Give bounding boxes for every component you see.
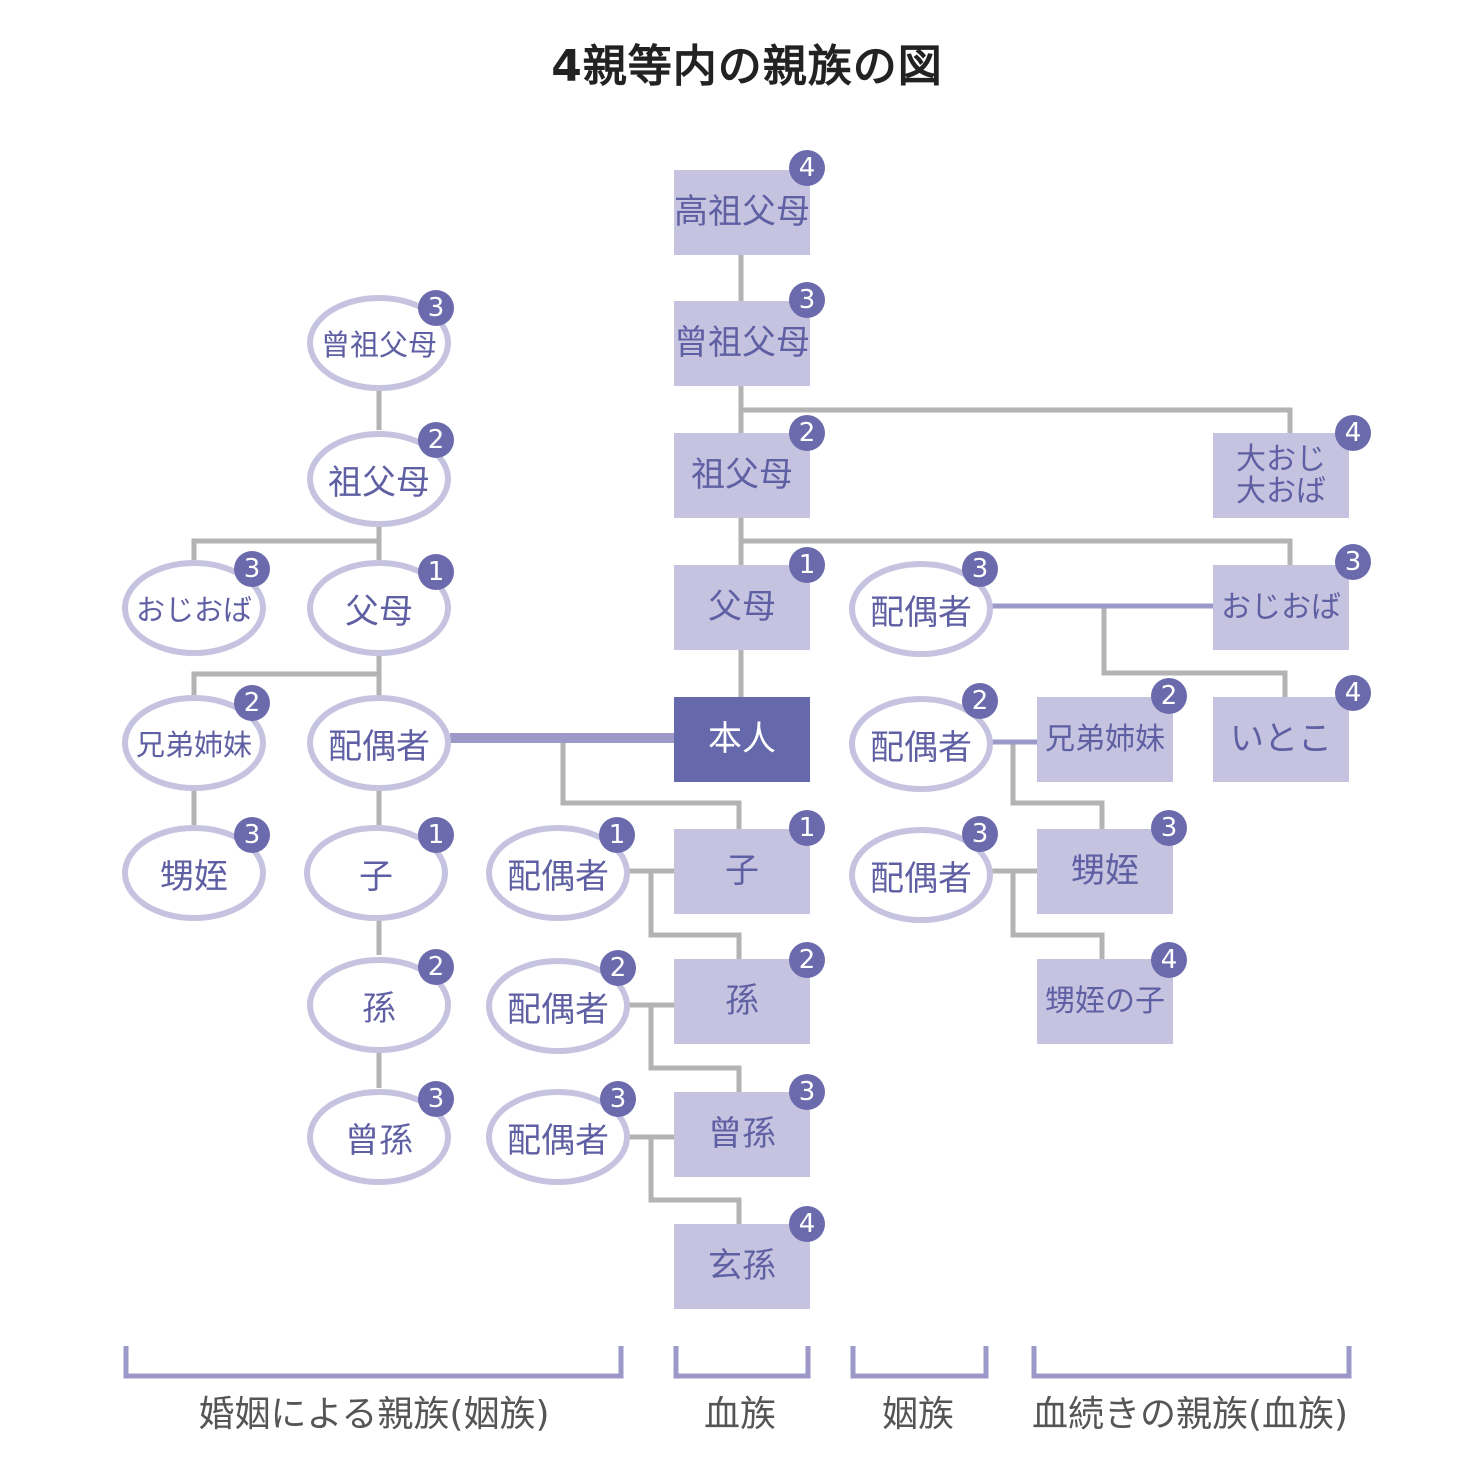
node-label: 父母 — [345, 591, 413, 632]
node-spouse-fubo: 父母 — [307, 560, 451, 656]
degree-badge: 3 — [789, 282, 825, 318]
degree-badge: 4 — [789, 1206, 825, 1242]
node-label: 配偶者 — [507, 856, 609, 897]
degree-badge: 2 — [789, 415, 825, 451]
node-oimei: 甥姪 — [1037, 829, 1173, 914]
page-title: 4親等内の親族の図 — [551, 41, 943, 92]
node-label: 配偶者 — [870, 727, 972, 768]
node-spouse-oimei-left: 甥姪 — [122, 825, 266, 921]
node-itoko: いとこ — [1213, 697, 1349, 782]
degree-badge: 2 — [418, 949, 454, 985]
node-label: おじおば — [1221, 589, 1341, 625]
node-label: 配偶者 — [507, 989, 609, 1030]
degree-badge: 2 — [234, 685, 270, 721]
node-ooji: 大おじ大おば — [1213, 433, 1349, 518]
degree-badge: 2 — [418, 422, 454, 458]
node-label: 高祖父母 — [674, 191, 810, 232]
degree-badge: 1 — [789, 810, 825, 846]
degree-badge: 3 — [1151, 810, 1187, 846]
node-label: 曾祖父母 — [320, 328, 437, 362]
node-label: 大おじ — [1236, 442, 1326, 477]
node-ko: 子 — [674, 829, 810, 914]
node-label: 祖父母 — [691, 454, 793, 495]
node-spouse-kyodai-left: 兄弟姉妹 — [122, 695, 266, 791]
node-label: 本人 — [708, 718, 776, 759]
degree-badge: 3 — [962, 816, 998, 852]
degree-badge: 4 — [1335, 415, 1371, 451]
degree-badge: 4 — [1151, 942, 1187, 978]
node-label: 甥姪 — [1071, 850, 1139, 891]
node-label: 子 — [725, 850, 759, 891]
node-label: 大おば — [1236, 473, 1326, 509]
degree-badge: 3 — [600, 1081, 636, 1117]
node-label: 配偶者 — [870, 592, 972, 633]
node-label: 孫 — [725, 980, 759, 1021]
node-label: 甥姪 — [160, 856, 228, 897]
node-label: 子 — [359, 856, 393, 897]
degree-badge: 2 — [789, 942, 825, 978]
node-himago: 曾孫 — [674, 1092, 810, 1177]
legend-blood-rel: 血続きの親族(血族) — [1031, 1394, 1349, 1435]
node-label: 父母 — [708, 586, 776, 627]
node-spouse-oji-left: おじおば — [122, 560, 266, 656]
degree-badge: 3 — [234, 817, 270, 853]
node-label: 甥姪の子 — [1045, 983, 1165, 1019]
degree-badge: 2 — [600, 950, 636, 986]
degree-badge: 1 — [599, 817, 635, 853]
node-label: 祖父母 — [328, 462, 430, 503]
node-label: 曾祖父母 — [674, 322, 810, 363]
legend-blood: 血族 — [703, 1394, 776, 1435]
degree-badge: 2 — [1151, 678, 1187, 714]
legend-marriage: 婚姻による親族(姻族) — [198, 1394, 550, 1435]
node-self: 本人 — [674, 697, 810, 782]
node-label: 配偶者 — [328, 726, 430, 767]
degree-badge: 3 — [234, 551, 270, 587]
node-label: 配偶者 — [507, 1120, 609, 1161]
degree-badge: 1 — [789, 547, 825, 583]
degree-badge: 2 — [962, 683, 998, 719]
degree-badge: 3 — [418, 1081, 454, 1117]
node-oji: おじおば — [1213, 565, 1349, 650]
node-label: 曾孫 — [708, 1113, 776, 1154]
node-sofubo: 祖父母 — [674, 433, 810, 518]
degree-badge: 3 — [418, 290, 454, 326]
node-fubo: 父母 — [674, 565, 810, 650]
node-label: いとこ — [1230, 718, 1332, 759]
node-spouse-kyodai: 配偶者 — [849, 696, 993, 792]
node-label: 孫 — [362, 988, 396, 1029]
degree-badge: 1 — [418, 554, 454, 590]
node-mago: 孫 — [674, 959, 810, 1044]
node-label: 曾孫 — [345, 1120, 413, 1161]
degree-badge: 3 — [789, 1074, 825, 1110]
node-yashago: 玄孫 — [674, 1224, 810, 1309]
node-label: 配偶者 — [870, 858, 972, 899]
degree-badge: 4 — [789, 150, 825, 186]
legend-brackets — [123, 1346, 1352, 1379]
degree-badge: 3 — [1335, 544, 1371, 580]
node-label: 玄孫 — [708, 1245, 776, 1286]
node-kyodai: 兄弟姉妹 — [1037, 697, 1173, 782]
node-spouse: 配偶者 — [307, 695, 451, 791]
node-label: 兄弟姉妹 — [1045, 721, 1165, 757]
node-kouso: 高祖父母 — [674, 170, 810, 255]
node-oimeiko: 甥姪の子 — [1037, 959, 1173, 1044]
node-spouse-oimei: 配偶者 — [849, 827, 993, 923]
node-label: おじおば — [135, 593, 252, 627]
node-label: 兄弟姉妹 — [135, 728, 252, 762]
degree-badge: 3 — [962, 551, 998, 587]
node-sooso: 曾祖父母 — [674, 301, 810, 386]
legend-inzoku: 姻族 — [881, 1394, 954, 1435]
degree-badge: 4 — [1335, 675, 1371, 711]
degree-badge: 1 — [418, 817, 454, 853]
